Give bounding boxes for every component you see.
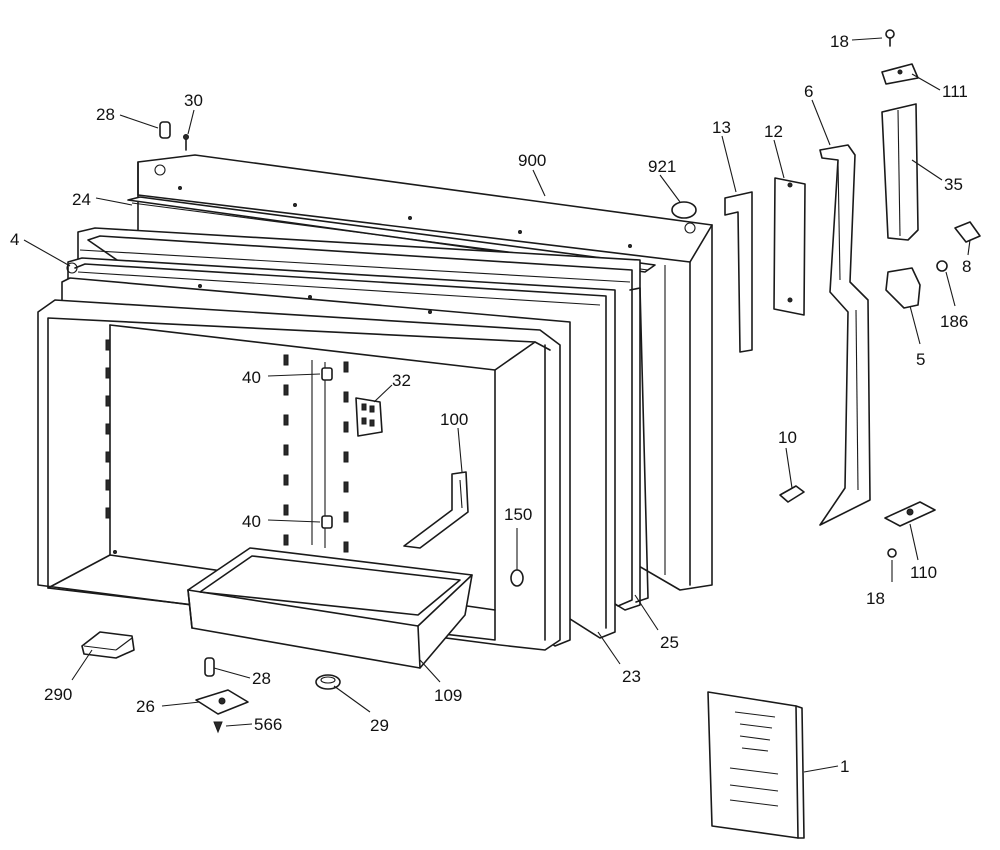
callout-13: 13 [712,118,731,137]
callout-labels: 18 111 6 13 12 35 28 30 900 921 24 4 8 1… [10,32,971,776]
bracket-100 [403,471,469,549]
callout-32: 32 [392,371,411,390]
callout-100: 100 [440,410,468,429]
plate-26 [195,689,249,715]
hinge-pin-10 [779,485,805,503]
pan-109 [187,547,473,669]
callout-18-lower: 18 [866,589,885,608]
clip-8 [954,221,981,243]
callout-5: 5 [916,350,925,369]
callout-12: 12 [764,122,783,141]
callout-30: 30 [184,91,203,110]
callout-26: 26 [136,697,155,716]
callout-24: 24 [72,190,91,209]
thermostat-32 [355,397,383,437]
callout-110: 110 [910,563,937,582]
callout-25: 25 [660,633,679,652]
plug-29 [315,674,341,690]
cover-35 [881,103,919,241]
callout-900: 900 [518,151,546,170]
callout-23: 23 [622,667,641,686]
block-290 [81,631,135,659]
callout-40-lower: 40 [242,512,261,531]
screw-30 [183,134,189,151]
strip-13 [724,191,753,353]
manual-1 [707,691,805,839]
callout-10: 10 [778,428,797,447]
screw-186 [936,260,948,272]
shelf-support-40-upper [321,367,333,381]
callout-111: 111 [942,82,968,101]
callout-6: 6 [804,82,813,101]
callout-186: 186 [940,312,968,331]
hinge-110 [884,501,936,527]
shelf-slots [105,339,349,553]
screw-18-upper [885,29,895,47]
shelf-support-40-lower [321,515,333,529]
screw-28-upper [159,121,171,139]
callout-109: 109 [434,686,462,705]
callout-1: 1 [840,757,849,776]
callout-40-upper: 40 [242,368,261,387]
callout-566: 566 [254,715,282,734]
leader-lines [23,37,971,773]
drain-plug-150 [510,569,524,587]
screw-28-lower [204,657,215,677]
callout-28-top: 28 [96,105,115,124]
hinge-bar-6 [819,144,871,526]
callout-18-top: 18 [830,32,849,51]
plug-921 [671,201,697,219]
callout-150: 150 [504,505,532,524]
hinge-5 [885,267,921,309]
callout-29: 29 [370,716,389,735]
callout-8: 8 [962,257,971,276]
callout-921: 921 [648,157,676,176]
callout-4: 4 [10,230,19,249]
strip-12 [773,177,806,316]
screw-18-lower [887,548,897,558]
callout-28-lower: 28 [252,669,271,688]
screw-566 [213,721,223,734]
callout-35: 35 [944,175,963,194]
callout-290: 290 [44,685,72,704]
